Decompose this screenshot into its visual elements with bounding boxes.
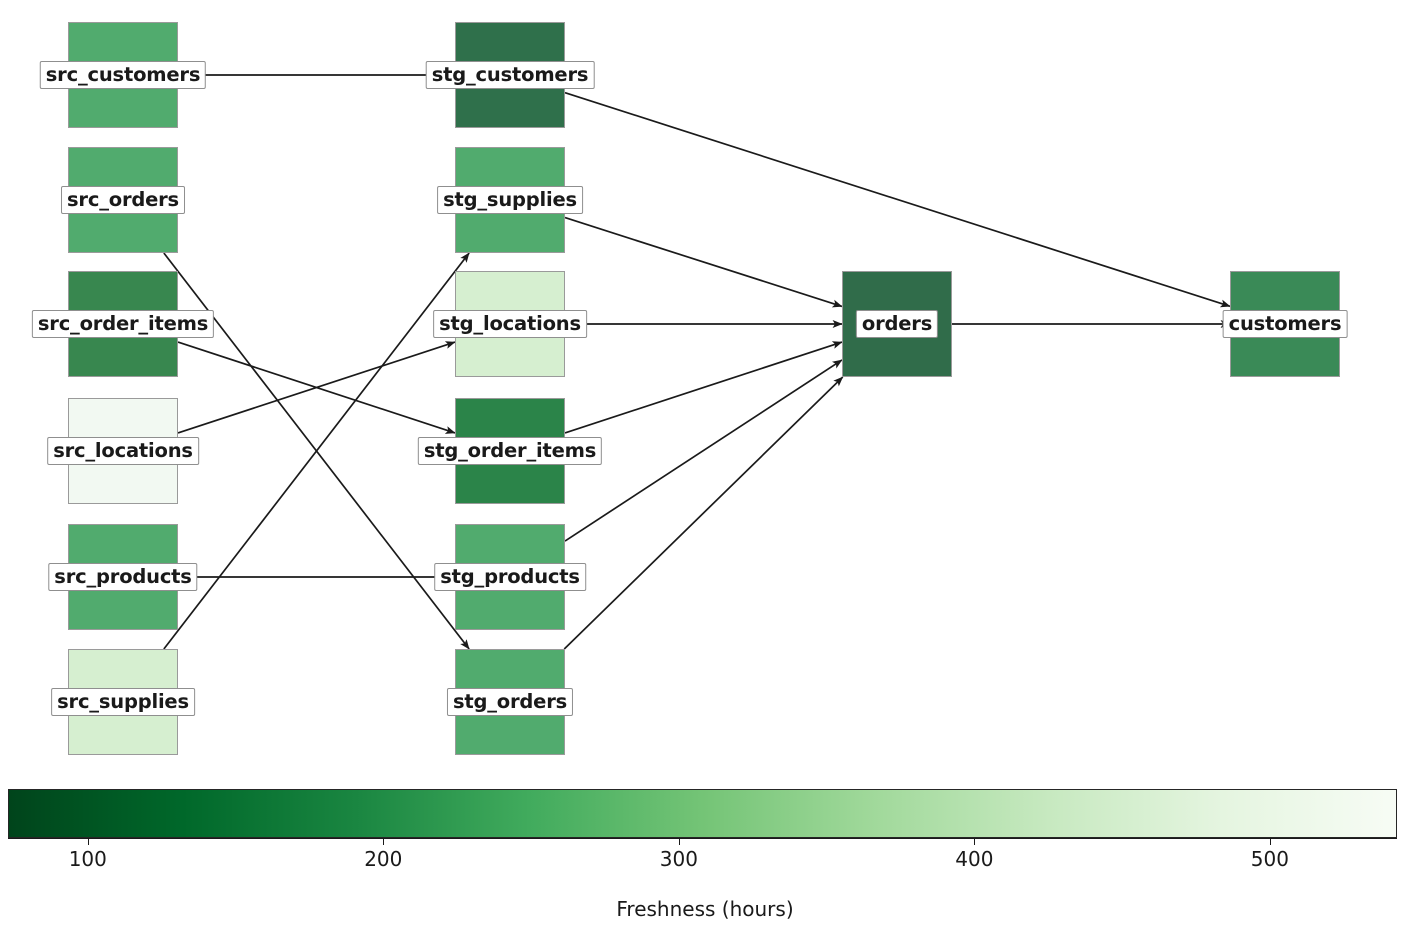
edge-src_locations-to-stg_locations (177, 341, 456, 434)
colorbar-title: Freshness (hours) (616, 897, 794, 921)
node-label-orders[interactable]: orders (855, 310, 939, 338)
colorbar-tick-500 (1269, 838, 1271, 845)
node-label-src_orders[interactable]: src_orders (61, 186, 185, 214)
colorbar-axis-line (8, 838, 1397, 839)
edge-layer (163, 74, 1231, 650)
edge-src_supplies-to-stg_supplies (163, 252, 470, 650)
node-label-stg_order_items[interactable]: stg_order_items (417, 437, 603, 465)
node-label-stg_products[interactable]: stg_products (434, 563, 586, 591)
node-label-stg_orders[interactable]: stg_orders (446, 688, 574, 716)
edge-stg_customers-to-customers (564, 91, 1231, 308)
edge-stg_products-to-orders (564, 359, 843, 542)
node-label-stg_locations[interactable]: stg_locations (433, 310, 587, 338)
node-label-src_customers[interactable]: src_customers (39, 61, 207, 89)
colorbar-tick-100 (87, 838, 89, 845)
edge-stg_supplies-to-orders (564, 216, 843, 308)
edge-stg_orders-to-orders (563, 376, 844, 650)
node-label-src_locations[interactable]: src_locations (47, 437, 199, 465)
node-label-customers[interactable]: customers (1222, 310, 1348, 338)
node-label-stg_customers[interactable]: stg_customers (425, 61, 595, 89)
colorbar-tick-200 (383, 838, 385, 845)
colorbar-tick-label-300: 300 (659, 847, 698, 871)
node-label-src_supplies[interactable]: src_supplies (51, 688, 195, 716)
colorbar-tick-label-400: 400 (955, 847, 994, 871)
node-label-src_order_items[interactable]: src_order_items (31, 310, 215, 338)
colorbar-tick-label-500: 500 (1250, 847, 1289, 871)
colorbar-tick-label-100: 100 (68, 847, 107, 871)
node-label-stg_supplies[interactable]: stg_supplies (437, 186, 583, 214)
edge-stg_order_items-to-orders (564, 341, 843, 434)
colorbar-tick-label-200: 200 (364, 847, 403, 871)
colorbar-tick-300 (678, 838, 680, 845)
colorbar-gradient (8, 789, 1397, 838)
node-label-src_products[interactable]: src_products (48, 563, 198, 591)
colorbar-tick-400 (974, 838, 976, 845)
